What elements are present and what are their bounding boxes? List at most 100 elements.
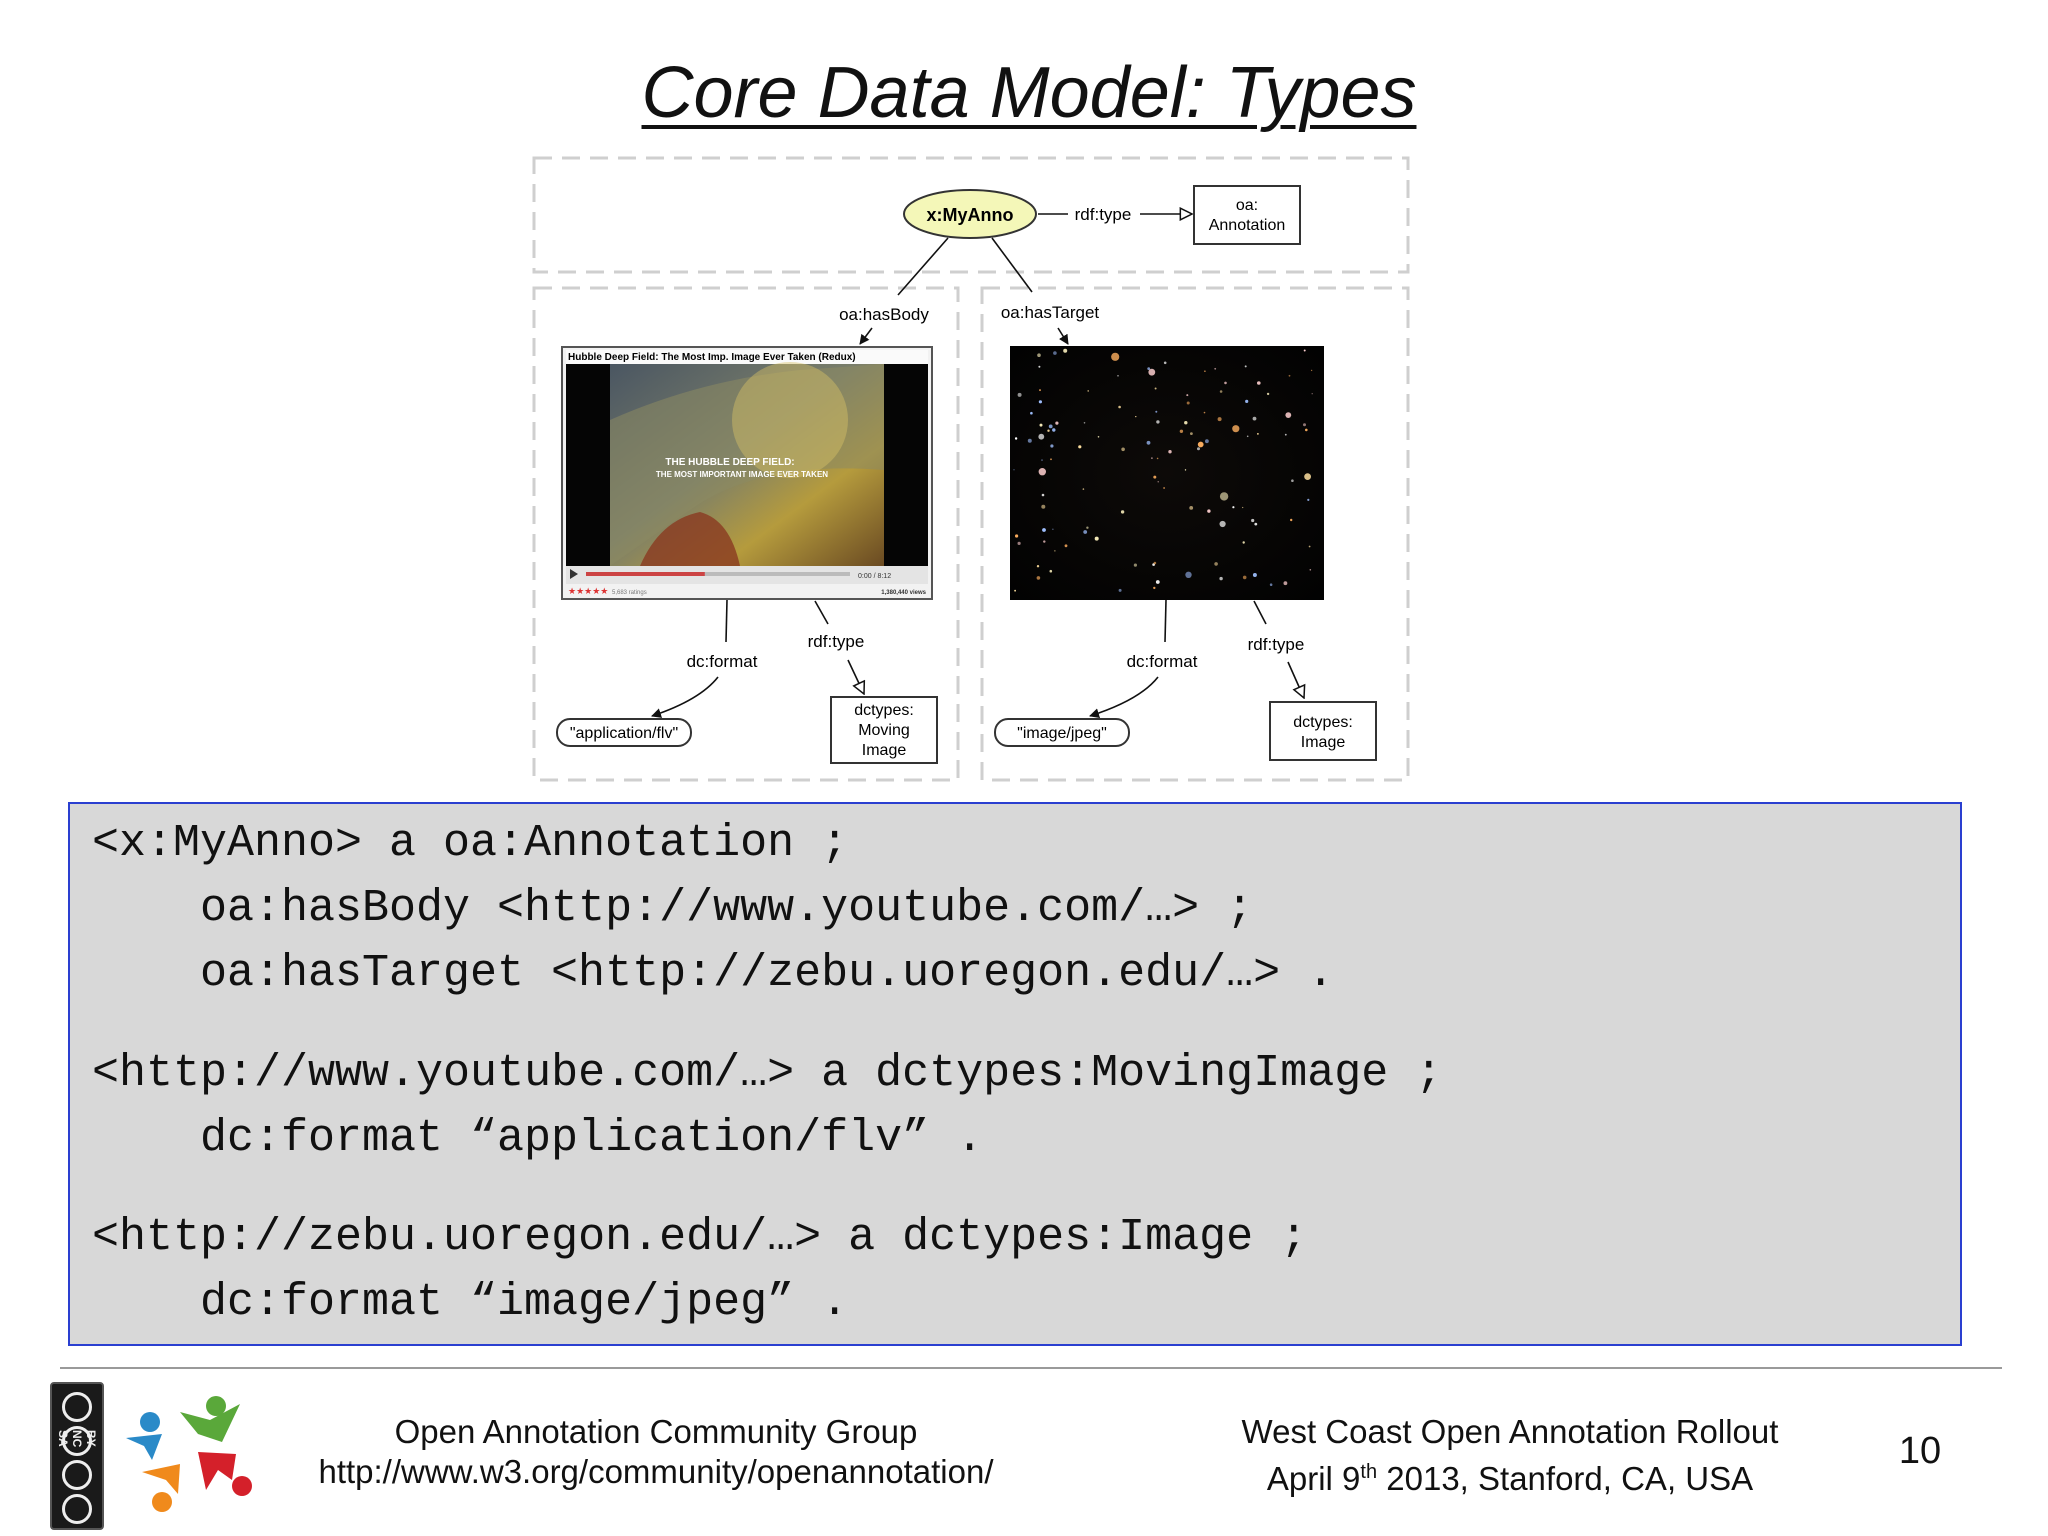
galaxy-dot (1153, 475, 1157, 479)
galaxy-dot (1017, 392, 1022, 397)
galaxy-dot (1252, 573, 1257, 577)
galaxy-dot (1047, 429, 1050, 432)
target-format-label: dc:format (1127, 652, 1198, 671)
galaxy-dot (1043, 540, 1046, 543)
galaxy-dot (1036, 565, 1040, 568)
galaxy-dot (1290, 518, 1293, 522)
code-line: oa:hasBody <http://www.youtube.com/…> ; (200, 883, 1254, 934)
footer-event-date: April 9th 2013, Stanford, CA, USA (1180, 1452, 1840, 1499)
galaxy-dot (1184, 421, 1188, 425)
galaxy-dot (1217, 417, 1222, 422)
target-format-value: "image/jpeg" (1017, 725, 1107, 742)
galaxy-dot (1038, 400, 1042, 404)
galaxy-dot (1039, 423, 1043, 427)
galaxy-dot (1163, 361, 1167, 365)
logo-figure-red (198, 1452, 252, 1496)
galaxy-dot (1049, 569, 1053, 573)
code-line: dc:format “image/jpeg” . (200, 1277, 849, 1328)
galaxy-dot (1015, 534, 1019, 538)
galaxy-dot (1017, 541, 1021, 546)
galaxy-dot (1037, 353, 1041, 358)
by-icon (62, 1426, 92, 1456)
video-ratings-count: 5,683 ratings (612, 590, 647, 596)
galaxy-dot (1153, 586, 1156, 590)
galaxy-dot (1041, 459, 1043, 461)
galaxy-dot (1063, 348, 1068, 353)
galaxy-dot (1311, 393, 1313, 395)
galaxy-dot (1050, 444, 1054, 448)
galaxy-dot (1242, 575, 1247, 580)
galaxy-dot (1094, 536, 1099, 541)
annotation-node (903, 189, 1037, 239)
page-number: 10 (1898, 1430, 1942, 1472)
galaxy-dot (1083, 530, 1088, 534)
image-class-label-1: dctypes: (1293, 714, 1353, 731)
body-format-value: "application/flv" (570, 725, 678, 742)
moving-image-class-label-2: Moving (858, 722, 910, 739)
footer-org-url[interactable]: http://www.w3.org/community/openannotati… (318, 1453, 994, 1490)
footer-event: West Coast Open Annotation Rollout April… (1180, 1412, 1840, 1499)
galaxy-dot (1242, 541, 1245, 544)
youtube-video-thumbnail: Hubble Deep Field: The Most Imp. Image E… (561, 346, 933, 600)
body-type-arrow (847, 659, 864, 694)
cc-license-badge[interactable]: BY NC SA (50, 1382, 104, 1530)
has-target-edge (991, 237, 1033, 293)
galaxy-dot (1269, 583, 1273, 586)
galaxy-dot (1147, 367, 1151, 370)
galaxy-dot (1304, 473, 1311, 480)
galaxy-dot (1252, 416, 1257, 421)
galaxy-dot (1156, 457, 1159, 460)
hubble-deep-field-image (1010, 346, 1324, 600)
galaxy-dot (1038, 365, 1041, 368)
galaxy-dot (1310, 369, 1313, 372)
logo-figure-orange (142, 1464, 180, 1512)
oa-annotation-class-label-2: Annotation (1209, 217, 1286, 234)
galaxy-dot (1039, 389, 1041, 392)
galaxy-dot (1185, 571, 1192, 578)
galaxy-dot (1038, 468, 1047, 476)
galaxy-dot (1284, 433, 1287, 436)
video-overlay-line-2: THE MOST IMPORTANT IMAGE EVER TAKEN (656, 470, 828, 479)
galaxy-dot (1055, 421, 1059, 425)
galaxy-dot (1014, 437, 1018, 440)
galaxy-dot (1288, 374, 1291, 377)
galaxy-dot (1303, 423, 1306, 427)
galaxy-dot (1309, 569, 1312, 571)
code-line: oa:hasTarget <http://zebu.uoregon.edu/…>… (200, 948, 1335, 999)
footer-event-name: West Coast Open Annotation Rollout (1241, 1413, 1779, 1450)
body-format-arrow (651, 676, 719, 718)
galaxy-dot (1257, 433, 1259, 435)
galaxy-dot (1232, 425, 1240, 433)
galaxy-dot (1219, 492, 1229, 501)
galaxy-dot (1168, 450, 1172, 454)
has-body-label: oa:hasBody (839, 305, 929, 324)
galaxy-dot (1305, 428, 1308, 432)
galaxy-dot (1219, 520, 1226, 528)
galaxy-dot (1118, 405, 1121, 409)
galaxy-dot (1036, 576, 1041, 580)
video-time: 0:00 / 8:12 (858, 573, 891, 580)
galaxy-dot (1224, 381, 1227, 385)
footer-org: Open Annotation Community Group http://w… (296, 1412, 1016, 1492)
target-type-arrow (1287, 661, 1304, 698)
galaxy-dot (1266, 392, 1270, 396)
galaxy-dot (1186, 401, 1190, 405)
moving-image-class-box (830, 696, 938, 764)
logo-figure-green (180, 1396, 240, 1442)
galaxy-dot (1251, 518, 1255, 523)
has-body-edge (897, 237, 949, 296)
body-type-edge (814, 600, 829, 625)
galaxy-dot (1205, 439, 1209, 444)
nc-icon (62, 1460, 92, 1490)
footer-event-date-post: 2013, Stanford, CA, USA (1377, 1460, 1754, 1497)
video-progress-fill (586, 572, 705, 576)
target-panel (980, 286, 1410, 782)
galaxy-dot (1082, 488, 1085, 490)
code-line: <x:MyAnno> a oa:Annotation ; (92, 818, 849, 869)
annotation-panel (532, 156, 1410, 274)
dashed-panels (532, 156, 1410, 782)
target-format-literal (994, 718, 1130, 747)
has-body-arrow (859, 327, 873, 345)
galaxy-dot (1214, 562, 1218, 566)
slide-title: Core Data Model: Types (641, 53, 1417, 133)
